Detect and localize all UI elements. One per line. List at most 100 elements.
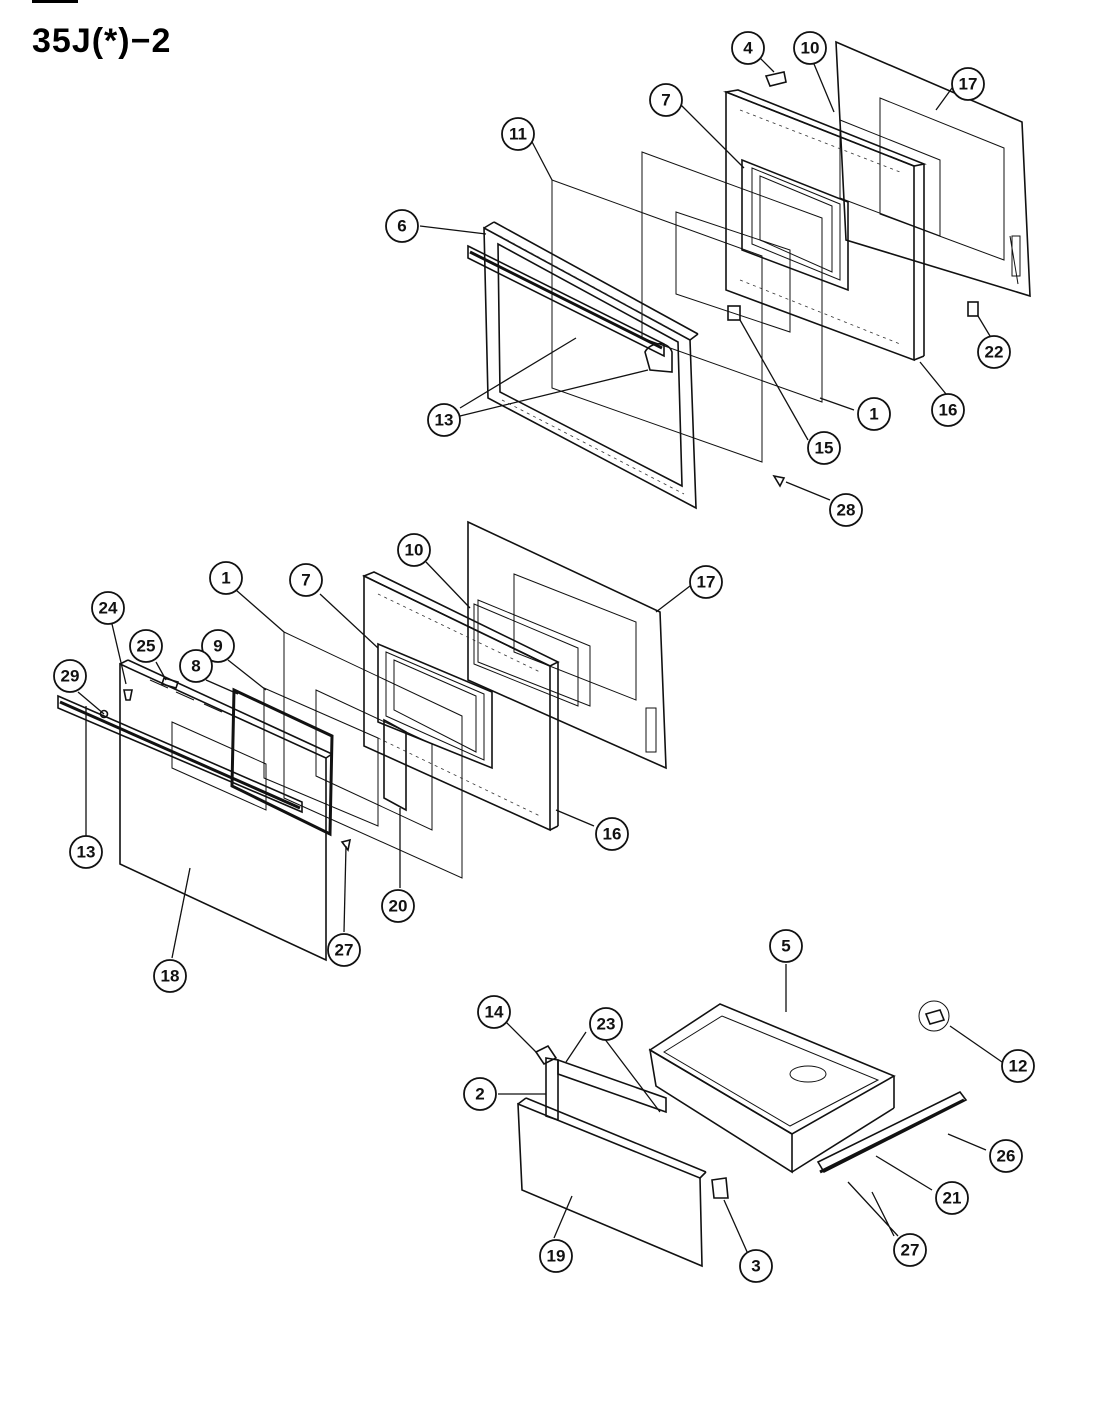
callout-17-upper: 17 xyxy=(951,67,985,101)
callout-8: 8 xyxy=(179,649,213,683)
callout-18: 18 xyxy=(153,959,187,993)
callout-7-lower: 7 xyxy=(289,563,323,597)
callout-12: 12 xyxy=(1001,1049,1035,1083)
callout-16-upper-label: 16 xyxy=(939,401,958,420)
callout-25-label: 25 xyxy=(137,637,156,656)
part-27-screw-lower-door xyxy=(340,838,352,852)
callout-4: 4 xyxy=(731,31,765,65)
upper-window-frame-7 xyxy=(741,158,849,292)
callout-29: 29 xyxy=(53,659,87,693)
callout-4-label: 4 xyxy=(743,39,753,58)
callout-16-upper: 16 xyxy=(931,393,965,427)
callout-27-drawer: 27 xyxy=(893,1233,927,1267)
callout-23: 23 xyxy=(589,1007,623,1041)
callout-16-lower: 16 xyxy=(595,817,629,851)
callout-7-lower-label: 7 xyxy=(301,571,310,590)
callout-29-label: 29 xyxy=(61,667,80,686)
callout-24: 24 xyxy=(91,591,125,625)
part-15-clip xyxy=(727,305,741,321)
drawer-assembly xyxy=(517,1000,968,1268)
callout-22: 22 xyxy=(977,335,1011,369)
lower-door-panel-16 xyxy=(362,571,560,832)
callout-14: 14 xyxy=(477,995,511,1029)
callout-27-lower-door-label: 27 xyxy=(335,941,354,960)
upper-insulation-1 xyxy=(641,151,823,403)
callout-10-lower: 10 xyxy=(397,533,431,567)
callout-5-label: 5 xyxy=(781,937,790,956)
callout-19: 19 xyxy=(539,1239,573,1273)
callout-2: 2 xyxy=(463,1077,497,1111)
callout-10-lower-label: 10 xyxy=(405,541,424,560)
callout-28-label: 28 xyxy=(837,501,856,520)
callout-25: 25 xyxy=(129,629,163,663)
callout-28: 28 xyxy=(829,493,863,527)
part-12-bracket xyxy=(924,1009,946,1025)
callout-26-label: 26 xyxy=(997,1147,1016,1166)
callout-5: 5 xyxy=(769,929,803,963)
part-22-clip xyxy=(967,301,979,317)
callout-1-lower-label: 1 xyxy=(221,569,230,588)
callout-13-upper: 13 xyxy=(427,403,461,437)
drawer-slide-21 xyxy=(816,1090,968,1174)
upper-door-frame-6 xyxy=(467,221,699,510)
callout-3: 3 xyxy=(739,1249,773,1283)
callout-3-label: 3 xyxy=(751,1257,760,1276)
callout-21-label: 21 xyxy=(943,1189,962,1208)
callout-13-upper-label: 13 xyxy=(435,411,454,430)
part-28-screw xyxy=(772,474,786,488)
callout-17-lower: 17 xyxy=(689,565,723,599)
callout-18-label: 18 xyxy=(161,967,180,986)
callout-7-upper: 7 xyxy=(649,83,683,117)
callout-10-upper-label: 10 xyxy=(801,39,820,58)
callout-2-label: 2 xyxy=(475,1085,484,1104)
callout-20: 20 xyxy=(381,889,415,923)
callout-19-label: 19 xyxy=(547,1247,566,1266)
part-29-screw xyxy=(99,709,109,719)
callout-9-label: 9 xyxy=(213,637,222,656)
upper-door-panel-16 xyxy=(723,89,927,362)
lower-window-frame-7 xyxy=(377,642,493,770)
lower-gasket-8 xyxy=(230,687,334,837)
lower-insulation-10 xyxy=(473,603,579,707)
callout-21: 21 xyxy=(935,1181,969,1215)
callout-24-label: 24 xyxy=(99,599,118,618)
lower-door-assembly xyxy=(57,520,667,962)
callout-12-label: 12 xyxy=(1009,1057,1028,1076)
upper-door-assembly xyxy=(467,40,1031,510)
callout-7-upper-label: 7 xyxy=(661,91,670,110)
callout-6-label: 6 xyxy=(397,217,406,236)
callout-27-lower-door: 27 xyxy=(327,933,361,967)
callout-6: 6 xyxy=(385,209,419,243)
drawer-box-5 xyxy=(648,1003,896,1174)
leader-lines xyxy=(77,55,1003,1255)
part-12-highlight xyxy=(918,1000,950,1032)
callout-27-drawer-label: 27 xyxy=(901,1241,920,1260)
part-25-clip xyxy=(160,677,180,689)
callout-20-label: 20 xyxy=(389,897,408,916)
callout-26: 26 xyxy=(989,1139,1023,1173)
drawer-front-19 xyxy=(517,1097,707,1268)
callout-10-upper: 10 xyxy=(793,31,827,65)
drawer-bracket-2 xyxy=(534,1044,667,1122)
callout-22-label: 22 xyxy=(985,343,1004,362)
title-underline xyxy=(32,0,78,3)
callout-13-lower-label: 13 xyxy=(77,843,96,862)
part-3-clip xyxy=(711,1177,729,1199)
callout-16-lower-label: 16 xyxy=(603,825,622,844)
lower-outer-door-18 xyxy=(57,659,333,962)
callout-8-label: 8 xyxy=(191,657,200,676)
lower-glass-9 xyxy=(263,687,379,827)
diagram-title: 35J(*)−2 xyxy=(32,22,172,60)
callout-17-upper-label: 17 xyxy=(959,75,978,94)
upper-outer-glass-11 xyxy=(551,179,763,463)
callout-14-label: 14 xyxy=(485,1003,504,1022)
callout-9: 9 xyxy=(201,629,235,663)
callout-1-upper-label: 1 xyxy=(869,405,878,424)
callout-17-lower-label: 17 xyxy=(697,573,716,592)
part-24-screw xyxy=(123,689,133,701)
upper-door-liner-17 xyxy=(835,40,1031,298)
lower-door-liner-17 xyxy=(467,520,667,770)
callout-23-label: 23 xyxy=(597,1015,616,1034)
callout-15: 15 xyxy=(807,431,841,465)
